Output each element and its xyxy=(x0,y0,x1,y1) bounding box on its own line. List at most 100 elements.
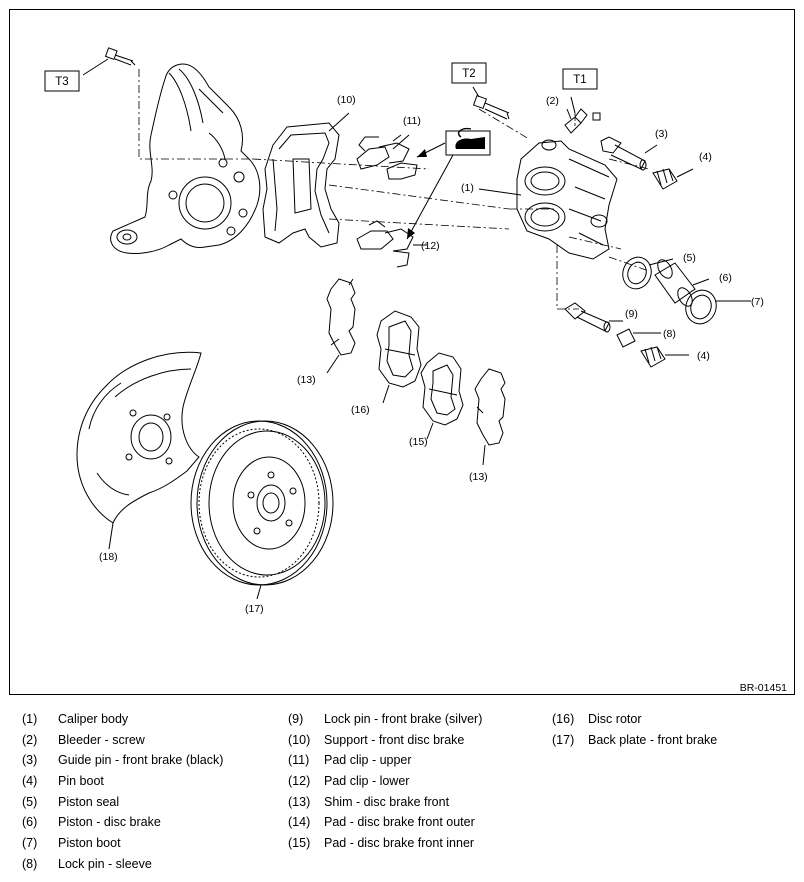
bleeder-screw xyxy=(564,108,601,134)
legend-item-number: (14) xyxy=(288,815,311,830)
legend-item-name: Piston boot xyxy=(58,836,121,851)
legend-item-number: (5) xyxy=(22,794,38,809)
callout-12: (12) xyxy=(421,240,440,252)
legend-item: (3) Guide pin - front brake (black) xyxy=(22,753,282,774)
legend-item-name: Caliper body xyxy=(58,712,129,726)
callout-17: (17) xyxy=(245,603,264,615)
torque-tag-t3-label: T3 xyxy=(55,76,68,88)
callout-16: (16) xyxy=(351,404,370,416)
legend-item-name: Pad clip - upper xyxy=(324,753,412,768)
t3-bolt xyxy=(104,47,136,66)
t2-bolt xyxy=(472,94,510,120)
legend-item-number: (7) xyxy=(22,836,38,851)
callout-4-upper: (4) xyxy=(699,151,712,163)
legend-item-name: Pad - disc brake front inner xyxy=(324,836,475,851)
legend-item-number: (17) xyxy=(552,732,575,747)
legend-item-name: Piston - disc brake xyxy=(58,815,161,830)
legend-item-name: Piston seal xyxy=(58,794,120,809)
callout-4-lower: (4) xyxy=(697,350,710,362)
callout-6: (6) xyxy=(719,272,732,284)
legend-item-name: Back plate - front brake xyxy=(588,732,718,747)
legend-item: (5) Piston seal xyxy=(22,795,282,816)
pin-boot-lower xyxy=(640,346,666,368)
pin-boot-upper xyxy=(652,168,678,190)
callout-2: (2) xyxy=(546,95,559,107)
callout-13-right: (13) xyxy=(469,471,488,483)
legend-item-name: Disc rotor xyxy=(588,712,642,726)
legend-item-number: (4) xyxy=(22,774,38,789)
steering-knuckle xyxy=(110,63,261,254)
callout-10: (10) xyxy=(337,94,356,106)
callout-3: (3) xyxy=(655,128,668,140)
legend-item-name: Pin boot xyxy=(58,774,104,789)
legend-item-number: (8) xyxy=(22,856,38,871)
legend-item-number: (13) xyxy=(288,794,311,809)
legend-item-name: Guide pin - front brake (black) xyxy=(58,753,224,768)
legend-item-name: Pad clip - lower xyxy=(324,774,410,789)
legend-item-number: (10) xyxy=(288,732,311,747)
legend-item: (6) Piston - disc brake xyxy=(22,815,282,836)
legend-item: (13) Shim - disc brake front xyxy=(288,795,548,816)
legend-item-number: (12) xyxy=(288,774,311,789)
legend-item-name: Pad - disc brake front outer xyxy=(324,815,475,830)
shim-inner xyxy=(474,368,506,446)
legend-item: (16) Disc rotor xyxy=(552,712,802,733)
callout-11: (11) xyxy=(403,115,421,127)
torque-tag-t2-label: T2 xyxy=(462,68,475,80)
legend-item: (2) Bleeder - screw xyxy=(22,733,282,754)
support-bracket xyxy=(262,122,340,248)
torque-tag-t3 xyxy=(44,70,80,92)
pad-clip-upper xyxy=(356,134,418,180)
lock-pin-sleeve xyxy=(616,328,636,348)
legend-item-number: (1) xyxy=(22,712,38,726)
pad-outer xyxy=(376,310,422,388)
legend-item-number: (9) xyxy=(288,712,304,726)
callout-18: (18) xyxy=(99,551,118,563)
legend-item-name: Bleeder - screw xyxy=(58,732,145,747)
legend-item: (11) Pad clip - upper xyxy=(288,753,548,774)
callout-5: (5) xyxy=(683,252,696,264)
legend-item: (14) Pad - disc brake front outer xyxy=(288,815,548,836)
piston-seal xyxy=(622,256,652,290)
legend-item: (17) Back plate - front brake xyxy=(552,733,802,754)
legend-item: (12) Pad clip - lower xyxy=(288,774,548,795)
legend-column-2: (9) Lock pin - front brake (silver) (10) Su… xyxy=(288,712,548,857)
torque-tag-t2 xyxy=(451,62,487,84)
legend-item-name: Lock pin - front brake (silver) xyxy=(324,712,483,726)
parts-legend: (1) Caliper body (2) Bleeder - screw (3) Guid… xyxy=(0,712,804,882)
legend-item: (9) Lock pin - front brake (silver) xyxy=(288,712,548,733)
legend-item: (15)Pad - disc brake front inner xyxy=(288,836,548,857)
legend-item: (10) Support - front disc brake xyxy=(288,733,548,754)
legend-item-number: (2) xyxy=(22,732,38,747)
figure-id: BR-01451 xyxy=(740,682,787,694)
pad-clip-lower xyxy=(356,220,414,268)
torque-tag-t1 xyxy=(562,68,598,90)
legend-item: (7) Piston boot xyxy=(22,836,282,857)
legend-item-number: (6) xyxy=(22,815,38,830)
legend-item: (8) Lock pin - sleeve xyxy=(22,857,282,878)
legend-item: (1) Caliper body xyxy=(22,712,282,733)
legend-item-number: (11) xyxy=(288,753,310,768)
grease-icon xyxy=(445,127,491,156)
shim-outer xyxy=(326,278,356,356)
legend-column-1: (1) Caliper body (2) Bleeder - screw (3) Guid… xyxy=(22,712,282,878)
legend-item-name: Shim - disc brake front xyxy=(324,794,450,809)
callout-15: (15) xyxy=(409,436,428,448)
disc-rotor xyxy=(190,420,334,586)
callout-7: (7) xyxy=(751,296,764,308)
exploded-diagram: T3 xyxy=(9,9,795,695)
legend-item-name: Lock pin - sleeve xyxy=(58,856,152,871)
piston-boot xyxy=(685,289,717,325)
guide-pin xyxy=(600,136,647,171)
legend-item-name: Support - front disc brake xyxy=(324,732,465,747)
caliper-body xyxy=(516,139,618,260)
callout-8: (8) xyxy=(663,328,676,340)
back-plate xyxy=(76,351,202,524)
legend-item-number: (16) xyxy=(552,712,575,726)
callout-9: (9) xyxy=(625,308,638,320)
piston xyxy=(654,259,696,307)
callout-13-left: (13) xyxy=(297,374,316,386)
callout-1: (1) xyxy=(461,182,474,194)
lock-pin xyxy=(564,302,611,333)
legend-item-number: (3) xyxy=(22,753,38,768)
